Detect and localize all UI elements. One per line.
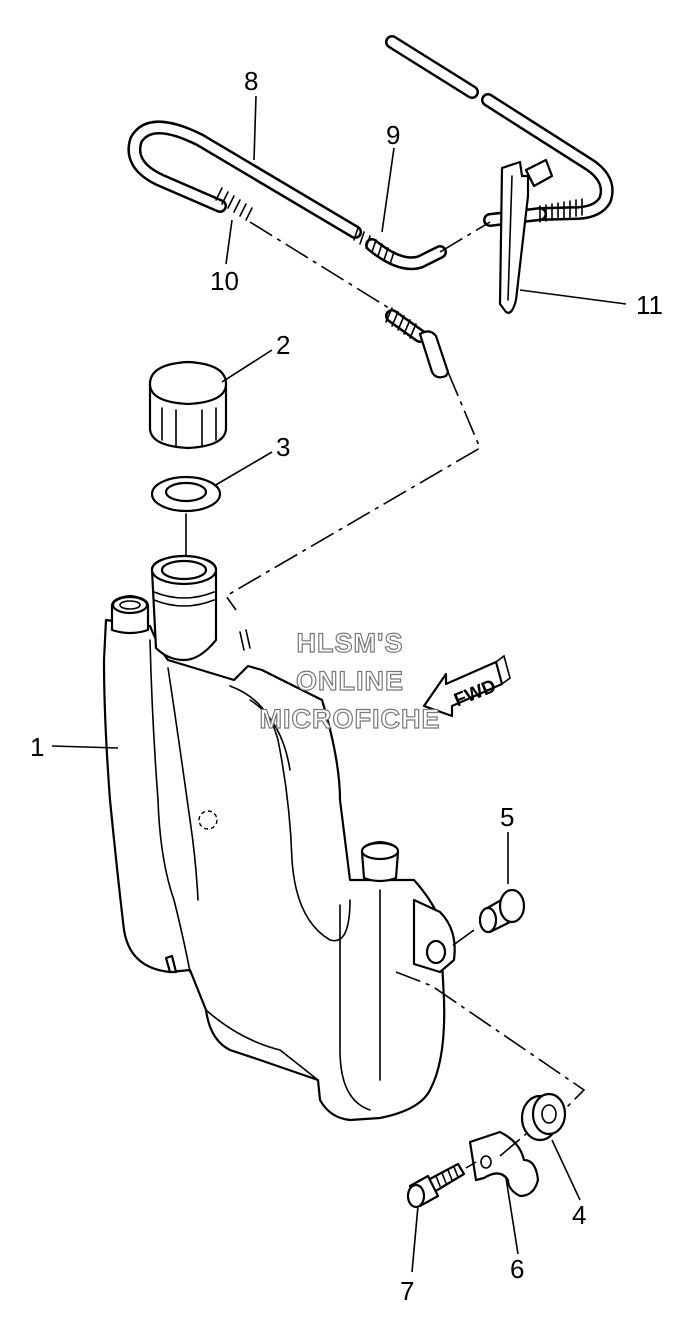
callout-11: 11: [636, 290, 663, 320]
callout-3: 3: [276, 432, 290, 462]
callout-7: 7: [400, 1276, 414, 1306]
hose-spring-10: [215, 187, 450, 379]
callout-9: 9: [386, 120, 400, 150]
callout-8: 8: [244, 66, 258, 96]
breather-tube-top: [385, 35, 614, 221]
callout-6: 6: [510, 1254, 524, 1284]
watermark-line-3: MICROFICHE: [260, 704, 441, 734]
clamp-bracket-6: [468, 1130, 540, 1198]
hose-spring-9: [353, 198, 583, 265]
watermark-line-2: ONLINE: [296, 666, 404, 696]
callout-2: 2: [276, 330, 290, 360]
hose-8: [127, 120, 547, 271]
callout-labels: 1 2 3 4 5 6 7 8 9 10 11: [30, 66, 663, 1306]
hose-clamp-11: [498, 158, 554, 314]
reservoir-cap: [148, 360, 228, 450]
cap-gasket: [150, 475, 222, 513]
watermark: HLSM'S ONLINE MICROFICHE: [259, 627, 441, 734]
callout-5: 5: [500, 802, 514, 832]
callout-10: 10: [210, 266, 239, 296]
grommet-5: [478, 888, 526, 934]
coolant-reservoir-tank: [102, 554, 456, 1122]
bolt-7: [406, 1162, 466, 1209]
grommet-4: [520, 1092, 567, 1142]
overflow-hose-assembly: [127, 35, 614, 379]
forward-direction-arrow: FWD: [422, 654, 511, 718]
watermark-line-1: HLSM'S: [297, 628, 404, 658]
leader-lines: [51, 95, 627, 1273]
callout-1: 1: [30, 732, 44, 762]
callout-4: 4: [572, 1200, 586, 1230]
